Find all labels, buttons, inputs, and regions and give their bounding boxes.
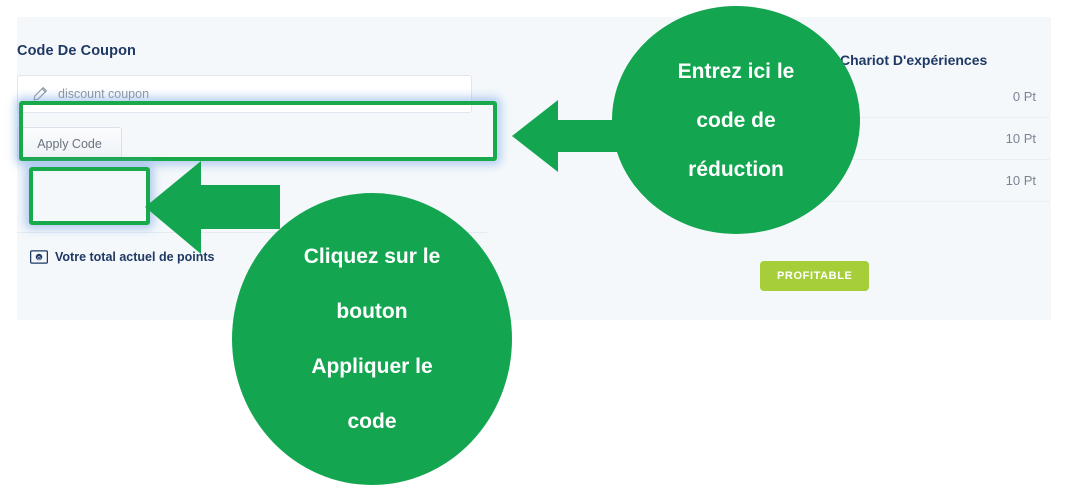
coupon-heading: Code De Coupon: [17, 43, 136, 59]
cart-row-points: 10 Pt: [1005, 131, 1036, 146]
coupon-section: Code De Coupon Apply Code: [17, 43, 487, 161]
points-total-label: Votre total actuel de points: [55, 250, 215, 264]
coupon-panel: [17, 17, 1051, 320]
pencil-icon: [33, 87, 47, 101]
left-arrow-icon: [145, 161, 280, 254]
apply-code-button[interactable]: Apply Code: [17, 127, 122, 161]
callout-coupon-instruction: Entrez ici le code de réduction: [612, 6, 860, 234]
callout-line: bouton: [336, 300, 408, 323]
callout-line: Appliquer le: [311, 355, 433, 378]
cart-row: 10 Pt: [760, 160, 1050, 202]
points-total-row: 0 Votre total actuel de points: [30, 250, 215, 264]
callout-line: réduction: [688, 157, 784, 181]
callout-line: code: [347, 410, 397, 433]
experience-cart: Chariot D'expériences 0 Pt 10 Pt 10 Pt P…: [760, 52, 1050, 291]
callout-line: code de: [696, 108, 776, 132]
callout-line: Cliquez sur le: [303, 245, 441, 268]
cart-row-points: 10 Pt: [1005, 173, 1036, 188]
callout-apply-instruction: Cliquez sur le bouton Appliquer le code: [232, 193, 512, 485]
cart-row: 0 Pt: [760, 76, 1050, 118]
cart-row: 10 Pt: [760, 118, 1050, 160]
money-icon: 0: [30, 250, 48, 264]
coupon-input[interactable]: [58, 87, 438, 101]
section-divider: [17, 232, 487, 233]
cart-row-points: 0 Pt: [1012, 89, 1036, 104]
experience-cart-title: Chariot D'expériences: [840, 52, 988, 68]
profitable-badge[interactable]: PROFITABLE: [760, 261, 870, 291]
coupon-input-wrapper[interactable]: [17, 75, 472, 113]
callout-line: Entrez ici le: [677, 59, 795, 83]
left-arrow-icon: [512, 100, 634, 172]
svg-text:0: 0: [37, 256, 41, 262]
